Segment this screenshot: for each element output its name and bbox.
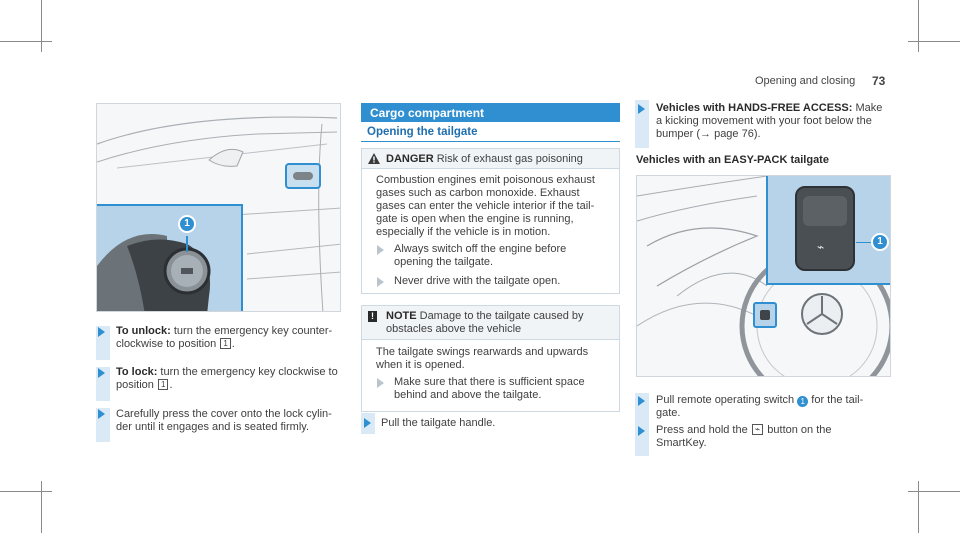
- switch-detail-inset: ⌁ 1: [766, 176, 890, 285]
- danger-body: Combustion engines emit poisonous exhaus…: [376, 174, 595, 238]
- lock-cylinder-figure: 1: [96, 103, 341, 312]
- step-unlock: To unlock: turn the emergency key counte…: [116, 325, 333, 350]
- danger-header: [362, 149, 619, 169]
- note-body: The tailgate swings rearwards and upward…: [376, 346, 589, 371]
- step-arrow-icon: [377, 277, 384, 287]
- step-arrow-icon: [638, 104, 645, 114]
- step-arrow-icon: [98, 409, 105, 419]
- note-step: Make sure that there is sufficient space…: [394, 376, 585, 401]
- step-press-button: Press and hold the ⌁ button on the Smart…: [656, 424, 832, 449]
- door-handle-highlight: [285, 163, 321, 189]
- easy-pack-title: Vehicles with an EASY-PACK tailgate: [636, 154, 829, 166]
- crop-mark: [918, 0, 919, 52]
- running-header: Opening and closing: [755, 75, 855, 87]
- step-pull-handle: Pull the tailgate handle.: [381, 417, 496, 429]
- step-arrow-icon: [638, 396, 645, 406]
- danger-title: DANGER Risk of exhaust gas poisoning: [386, 153, 583, 165]
- remote-switch: ⌁: [795, 186, 855, 271]
- step-arrow-icon: [377, 245, 384, 255]
- figure-callout: 1: [871, 233, 889, 251]
- page-number: 73: [872, 74, 886, 88]
- header-section: Opening and closing: [755, 75, 856, 87]
- position-key: 1: [157, 379, 169, 390]
- figure-callout: 1: [178, 215, 196, 233]
- crop-mark: [0, 491, 52, 492]
- note-title: NOTE Damage to the tailgate caused by ob…: [386, 310, 584, 335]
- note-header: [362, 306, 619, 340]
- detail-inset: 1: [97, 204, 243, 311]
- step-arrow-icon: [98, 368, 105, 378]
- step-hands-free: Vehicles with HANDS-FREE ACCESS: Make a …: [656, 102, 883, 140]
- step-arrow-icon: [98, 327, 105, 337]
- section-header-bar: [361, 103, 620, 122]
- warning-triangle-icon: [368, 153, 380, 164]
- section-title: Cargo compartment: [370, 106, 485, 120]
- tailgate-button-icon: ⌁: [751, 424, 764, 435]
- crop-mark: [0, 41, 52, 42]
- subsection-rule: [361, 141, 620, 142]
- crop-mark: [908, 491, 960, 492]
- subsection-title: Opening the tailgate: [367, 126, 478, 138]
- easy-pack-figure: ⌁ 1: [636, 175, 891, 377]
- step-arrow-icon: [377, 378, 384, 388]
- callout-badge: 1: [797, 396, 809, 407]
- step-arrow-icon: [364, 418, 371, 428]
- tailgate-symbol-icon: ⌁: [817, 240, 825, 254]
- lock-cylinder-illustration: [97, 234, 211, 311]
- position-key: 1: [220, 338, 231, 349]
- crop-mark: [41, 481, 42, 533]
- danger-step: Never drive with the tailgate open.: [394, 275, 561, 287]
- crop-mark: [918, 481, 919, 533]
- step-lock: To lock: turn the emergency key clockwis…: [116, 366, 338, 391]
- switch-highlight: [753, 302, 777, 328]
- step-arrow-icon: [638, 426, 645, 436]
- step-press-cover: Carefully press the cover onto the lock …: [116, 408, 332, 433]
- crop-mark: [41, 0, 42, 52]
- danger-step: Always switch off the engine before open…: [394, 243, 567, 268]
- step-pull-switch: Pull remote operating switch 1 for the t…: [656, 394, 864, 419]
- crop-mark: [908, 41, 960, 42]
- danger-box: [361, 148, 620, 294]
- exclamation-icon: !: [368, 311, 377, 322]
